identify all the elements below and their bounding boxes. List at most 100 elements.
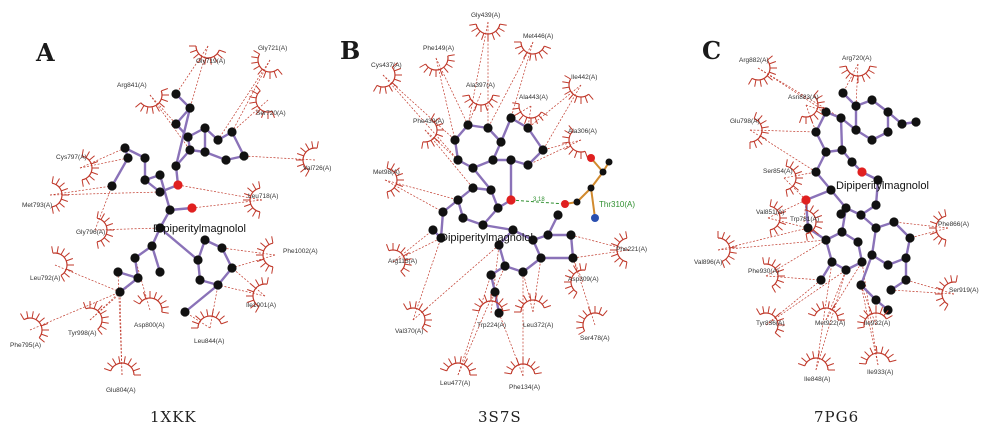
- contact-line: [457, 274, 492, 376]
- ligand-bond: [839, 117, 844, 151]
- hydrophobic-contact-arc: [421, 113, 444, 149]
- residue-label: Trp224(A): [477, 322, 507, 329]
- oxygen-atom: [561, 200, 569, 208]
- residue-label: Gly439(A): [471, 12, 501, 19]
- residue-label: Met446(A): [523, 33, 554, 40]
- carbon-atom: [553, 210, 563, 220]
- contact-line: [231, 254, 276, 269]
- pdb-id-label: 1XKK: [150, 408, 197, 426]
- hydrophobic-contact-arc: [20, 311, 49, 343]
- carbon-atom: [428, 225, 438, 235]
- carbon-atom: [107, 181, 117, 191]
- carbon-atom: [200, 123, 210, 133]
- contact-line: [498, 312, 524, 377]
- residue-label: Gly796(A): [76, 229, 106, 236]
- ligand-label: Dipiperitylmagnolol: [836, 180, 929, 192]
- residue-label: Arg841(A): [117, 82, 147, 89]
- hydrophobic-contact-arc: [564, 263, 587, 299]
- residue-label: Gly719(A): [196, 58, 226, 65]
- ligand-bond: [859, 254, 874, 286]
- hydrophobic-contact-arc: [296, 141, 319, 177]
- carbon-atom: [867, 250, 877, 260]
- hydrophobic-contact-arc: [133, 291, 169, 314]
- carbon-atom: [901, 253, 911, 263]
- contact-line: [457, 265, 506, 376]
- hydrophobic-contact-arc: [504, 357, 542, 375]
- carbon-atom: [566, 230, 576, 240]
- carbon-atom: [886, 285, 896, 295]
- carbon-atom: [496, 137, 506, 147]
- carbon-atom: [871, 295, 881, 305]
- residue-label: Phe134(A): [509, 384, 541, 391]
- carbon-atom: [816, 275, 826, 285]
- residue-label: Ala397(A): [466, 82, 495, 89]
- residue-label: Met922(A): [815, 320, 846, 327]
- hydrophobic-contact-arc: [96, 211, 114, 249]
- contact-line: [79, 157, 129, 169]
- residue-label: Val370(A): [395, 328, 424, 335]
- carbon-atom: [889, 217, 899, 227]
- carbon-atom: [486, 185, 496, 195]
- contact-line: [94, 185, 113, 231]
- residue-label: Ile442(A): [571, 74, 598, 81]
- panel-a: A Dipiperitylmagnolol 1XKK Gly719(A) Gly…: [0, 0, 333, 431]
- carbon-atom: [599, 168, 607, 176]
- carbon-atom: [883, 305, 893, 315]
- carbon-atom: [811, 127, 821, 137]
- contact-line: [149, 94, 191, 151]
- carbon-atom: [193, 255, 203, 265]
- ligand-bond: [184, 284, 219, 313]
- ligand-bond: [174, 107, 192, 167]
- ligand-label: Dipiperitylmagnolol: [440, 232, 533, 244]
- contact-line: [861, 261, 879, 366]
- contact-line: [89, 291, 121, 321]
- contact-line: [412, 237, 442, 321]
- carbon-atom: [438, 207, 448, 217]
- panel-b: B Dipiperitylmagnolol Thr310(A) 3.18 3S7…: [333, 0, 666, 431]
- residue-label: Gly721(A): [258, 45, 288, 52]
- carbon-atom: [185, 103, 195, 113]
- contact-line: [392, 229, 434, 263]
- hydrophobic-contact-arc: [514, 41, 552, 61]
- carbon-atom: [155, 223, 165, 233]
- hydrophobic-contact-arc: [191, 309, 229, 329]
- hydrophobic-contact-arc: [386, 243, 412, 277]
- residue-label: Ala443(A): [519, 94, 548, 101]
- contact-line: [890, 289, 955, 295]
- hydrophobic-contact-arc: [749, 111, 769, 149]
- carbon-atom: [171, 89, 181, 99]
- hydrophobic-contact-arc: [610, 231, 628, 269]
- carbon-atom: [133, 273, 143, 283]
- contact-line: [243, 155, 316, 161]
- carbon-atom: [821, 107, 831, 117]
- residue-label: Asp800(A): [134, 322, 165, 329]
- contact-line: [184, 311, 211, 329]
- contact-line: [717, 227, 809, 251]
- contact-line: [467, 21, 489, 126]
- carbon-atom: [217, 243, 227, 253]
- contact-line: [542, 139, 582, 151]
- carbon-atom: [867, 95, 877, 105]
- hbond-distance-label: 3.18: [533, 197, 545, 203]
- contact-line: [412, 244, 500, 321]
- interaction-diagram-c: [717, 55, 958, 371]
- carbon-atom: [523, 160, 533, 170]
- hydrophobic-contact-arc: [472, 294, 510, 312]
- residue-label: Ser720(A): [256, 110, 286, 117]
- interaction-diagram-a: [20, 45, 319, 376]
- hydrophobic-contact-arc: [859, 346, 897, 365]
- carbon-atom: [568, 253, 578, 263]
- carbon-atom: [821, 147, 831, 157]
- hydrophobic-contact-arc: [839, 65, 877, 83]
- panel-letter: B: [340, 36, 361, 65]
- hydrophobic-contact-arc: [246, 277, 269, 313]
- hydrophobic-contact-arc: [439, 356, 477, 376]
- residue-label: Ala306(A): [568, 128, 597, 135]
- contact-line: [435, 57, 469, 126]
- carbon-atom: [483, 123, 493, 133]
- residue-label: Phe430(A): [413, 118, 445, 125]
- oxygen-atom: [187, 203, 197, 213]
- carbon-atom: [508, 225, 518, 235]
- ligand-bond: [804, 199, 810, 229]
- contact-line: [231, 59, 271, 133]
